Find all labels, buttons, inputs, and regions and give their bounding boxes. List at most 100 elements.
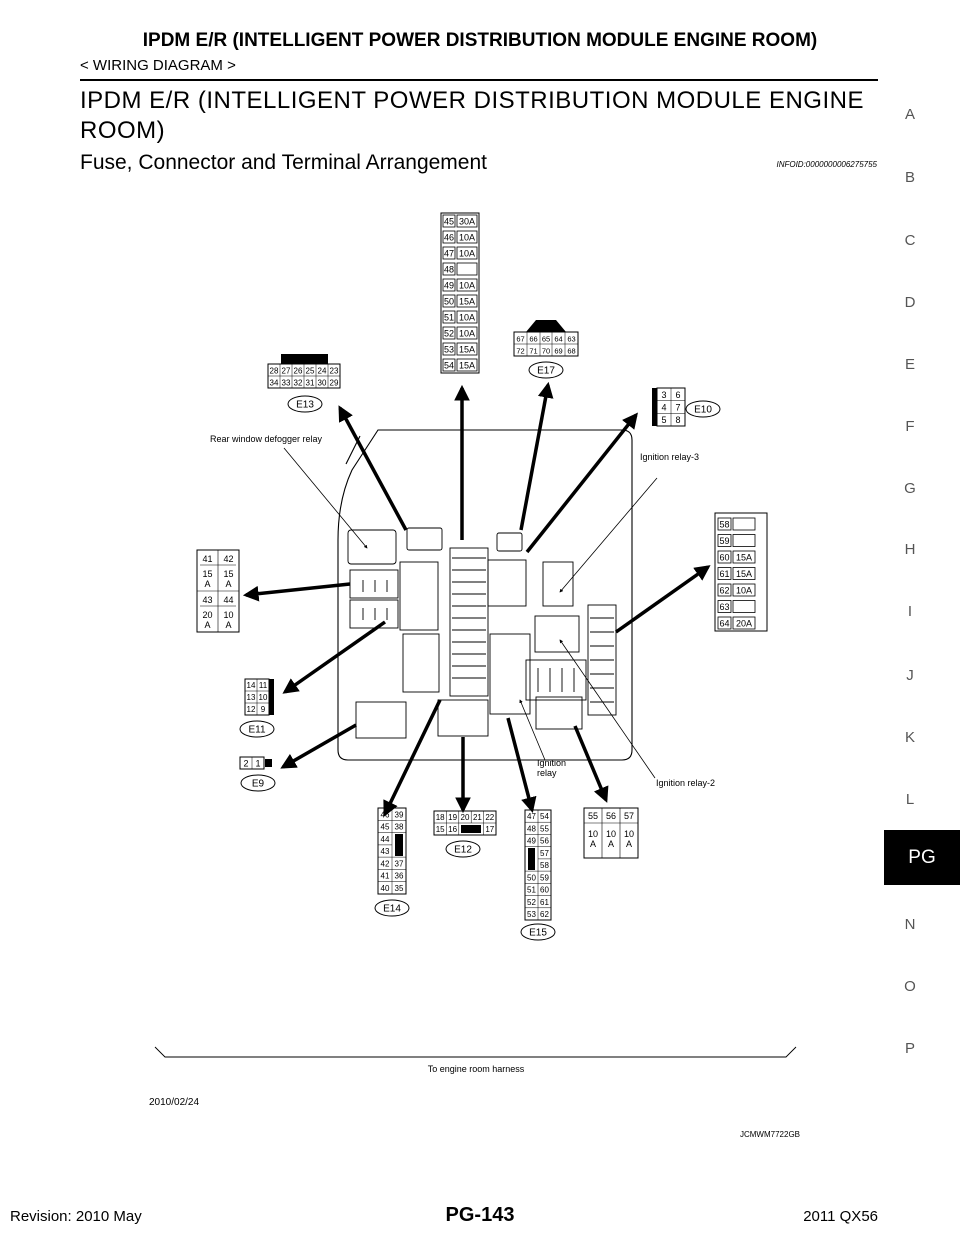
connector-e13: 28 27 26 25 24 23 34 33 32 31 30 29 E13 bbox=[267, 354, 341, 413]
side-index-f[interactable]: F bbox=[905, 418, 915, 435]
connector-id: E15 bbox=[529, 928, 547, 939]
thick-arrows bbox=[242, 381, 711, 817]
footer-model: 2011 QX56 bbox=[803, 1208, 878, 1225]
fuse-rating: 20 bbox=[202, 610, 212, 620]
label-rear-defogger-relay: Rear window defogger relay bbox=[210, 434, 323, 444]
section-title: IPDM E/R (INTELLIGENT POWER DISTRIBUTION… bbox=[80, 87, 864, 144]
connector-e11: 14 11 13 10 12 9 E11 bbox=[239, 678, 275, 738]
pin-label: 42 bbox=[381, 859, 390, 868]
side-index-pg-tab[interactable]: PG bbox=[884, 830, 960, 885]
fuse-number: 54 bbox=[444, 361, 454, 371]
leader-lines bbox=[283, 447, 658, 779]
side-index-o[interactable]: O bbox=[904, 978, 916, 995]
side-index-j[interactable]: J bbox=[906, 667, 914, 684]
fuse-rating: 15 bbox=[202, 569, 212, 579]
pin-label: 70 bbox=[542, 347, 550, 356]
pin-label: 40 bbox=[381, 884, 390, 893]
pin-label: 11 bbox=[259, 681, 268, 690]
pin-label: 32 bbox=[294, 379, 303, 388]
fuse-number: 61 bbox=[719, 569, 729, 579]
fuse-unit: A bbox=[225, 579, 231, 589]
connector-e12: 18 19 20 21 22 15 16 17 E12 bbox=[433, 810, 497, 858]
pin-label: 52 bbox=[527, 898, 536, 907]
label-ignition-relay-2: Ignition relay-2 bbox=[656, 778, 715, 788]
connector-e10: 3 6 4 7 5 8 E10 bbox=[652, 387, 721, 427]
side-index-d[interactable]: D bbox=[904, 294, 916, 311]
connector-id: E10 bbox=[694, 405, 712, 416]
subsection-title: Fuse, Connector and Terminal Arrangement bbox=[80, 151, 487, 174]
pin-label: 65 bbox=[542, 335, 550, 344]
connector-e17: 67 66 65 64 63 72 71 70 69 68 E17 bbox=[513, 320, 579, 379]
pin-label: 31 bbox=[306, 379, 315, 388]
header-rule bbox=[80, 79, 878, 81]
fuse-number: 51 bbox=[444, 313, 454, 323]
label-ignition-relay-line2: relay bbox=[537, 768, 557, 778]
pin-label: 64 bbox=[554, 335, 562, 344]
fuse-number: 46 bbox=[444, 233, 454, 243]
harness-line: To engine room harness bbox=[154, 1046, 797, 1074]
side-index-c[interactable]: C bbox=[904, 232, 916, 249]
pin-label: 61 bbox=[540, 898, 549, 907]
side-index-e[interactable]: E bbox=[904, 356, 915, 373]
pin-label: 21 bbox=[473, 813, 482, 822]
connector-e14: 46 39 45 38 44 43 42 37 41 36 40 35 E14 bbox=[374, 807, 410, 917]
side-index-k[interactable]: K bbox=[904, 729, 915, 746]
pin-label: 1 bbox=[255, 759, 260, 769]
pin-label: 41 bbox=[381, 872, 390, 881]
pin-label: 67 bbox=[516, 335, 524, 344]
side-index-b[interactable]: B bbox=[904, 169, 915, 186]
pin-label: 63 bbox=[567, 335, 575, 344]
diagram-code: JCMWM7722GB bbox=[740, 1130, 800, 1139]
side-index-n[interactable]: N bbox=[904, 916, 916, 933]
fuse-rating: 15A bbox=[459, 297, 475, 307]
pin-label: 2 bbox=[243, 759, 248, 769]
connector-e9: 2 1 E9 bbox=[239, 756, 276, 792]
pin-label: 45 bbox=[381, 823, 390, 832]
pin-label: 59 bbox=[540, 873, 549, 882]
side-index-p[interactable]: P bbox=[904, 1040, 915, 1057]
pin-label: 4 bbox=[661, 403, 666, 413]
pin-label: 23 bbox=[330, 367, 339, 376]
fuse-unit: A bbox=[608, 839, 614, 849]
fuse-rating: 10 bbox=[588, 829, 598, 839]
pin-label: 60 bbox=[540, 886, 549, 895]
side-index-g[interactable]: G bbox=[904, 480, 916, 497]
side-index-i[interactable]: I bbox=[907, 603, 913, 620]
fuse-block-left: 41 42 15 15 A A 43 44 20 10 A A bbox=[196, 549, 240, 633]
fuse-number: 59 bbox=[719, 536, 729, 546]
pin-label: 66 bbox=[529, 335, 537, 344]
fuse-number: 42 bbox=[223, 554, 233, 564]
pin-label: 48 bbox=[527, 824, 536, 833]
info-id: INFOID:0000000006275755 bbox=[776, 160, 877, 169]
fuse-rating: 20A bbox=[736, 619, 752, 629]
pin-label: 28 bbox=[270, 367, 279, 376]
pin-label: 20 bbox=[461, 813, 470, 822]
side-index-l[interactable]: L bbox=[905, 791, 915, 808]
pin-label: 62 bbox=[540, 910, 549, 919]
fuse-number: 44 bbox=[223, 595, 233, 605]
pin-label: 72 bbox=[516, 347, 524, 356]
pin-label: 12 bbox=[247, 705, 256, 714]
fuse-number: 45 bbox=[444, 217, 454, 227]
fuse-rating: 15 bbox=[223, 569, 233, 579]
pin-label: 38 bbox=[395, 823, 404, 832]
side-index-h[interactable]: H bbox=[904, 541, 916, 558]
header-subtitle: < WIRING DIAGRAM > bbox=[80, 57, 236, 74]
relay-labels: Rear window defogger relay Ignition rela… bbox=[210, 434, 715, 788]
pin-label: 43 bbox=[381, 847, 390, 856]
pin-label: 19 bbox=[448, 813, 457, 822]
fuse-rating: 15A bbox=[736, 553, 752, 563]
pin-label: 27 bbox=[282, 367, 291, 376]
connector-id: E14 bbox=[383, 904, 401, 915]
pin-label: 22 bbox=[485, 813, 494, 822]
side-index-a[interactable]: A bbox=[904, 106, 915, 123]
connector-id: E13 bbox=[296, 400, 314, 411]
